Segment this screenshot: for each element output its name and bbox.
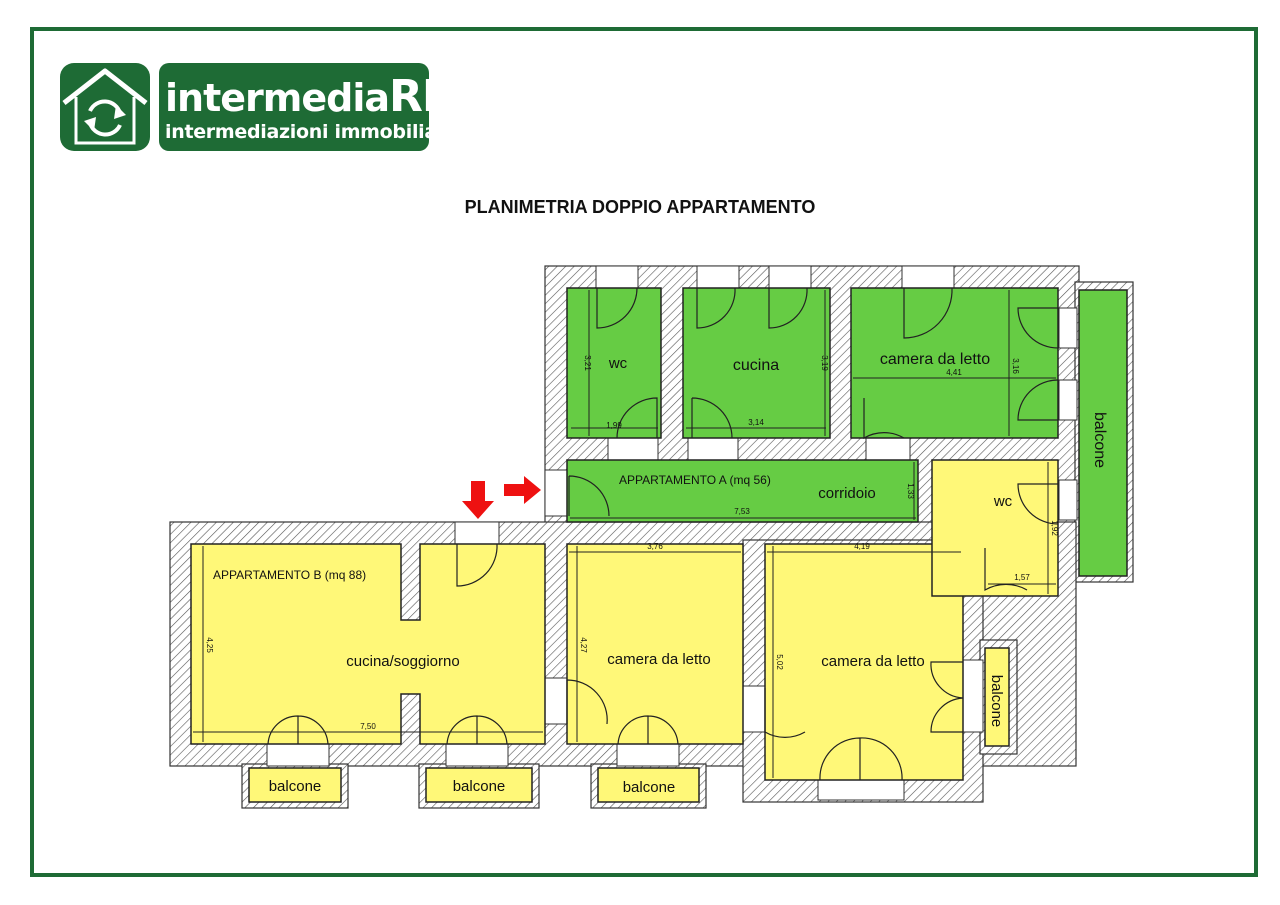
arrow-down-icon — [462, 481, 494, 519]
room-b-wc — [931, 459, 1059, 597]
room-a-cucina — [682, 287, 831, 439]
dim-b-camera1-height: 4,27 — [579, 637, 588, 653]
dim-b-wc-width: 1,57 — [1014, 573, 1030, 582]
label-apartment-b: APPARTAMENTO B (mq 88) — [213, 568, 366, 582]
label-b-wc: wc — [993, 493, 1013, 510]
room-b-balcone-1 — [248, 767, 342, 803]
label-apartment-a: APPARTAMENTO A (mq 56) — [619, 473, 771, 487]
room-b-balcone-3 — [597, 767, 700, 803]
room-a-corridoio — [566, 459, 919, 523]
label-b-balcone-1: balcone — [269, 778, 322, 795]
label-b-balcone-2: balcone — [453, 778, 506, 795]
label-a-wc: wc — [608, 355, 628, 372]
door-swings — [267, 287, 1059, 781]
dim-a-camera-height: 3,16 — [1011, 358, 1020, 374]
house-logo-icon — [60, 63, 150, 151]
room-a-wc — [566, 287, 662, 439]
label-a-cucina: cucina — [733, 357, 779, 374]
arrow-right-icon — [504, 476, 541, 504]
room-a-balcone — [1078, 289, 1128, 577]
dim-b-camera2-width: 4,19 — [854, 542, 870, 551]
room-b-balcone-2 — [425, 767, 533, 803]
dim-b-soggiorno-height: 4,25 — [205, 637, 214, 653]
brand-name: intermediaRE — [165, 71, 452, 122]
dim-b-camera1-width: 3,76 — [647, 542, 663, 551]
dim-b-wc-height: 1,92 — [1050, 520, 1059, 536]
label-b-balcone-3: balcone — [623, 779, 676, 796]
dim-b-camera2-height: 5,02 — [775, 654, 784, 670]
dim-a-corridoio-width: 7,53 — [734, 507, 750, 516]
room-b-camera1 — [566, 543, 744, 745]
dimension-lines — [193, 290, 1056, 778]
label-b-camera1: camera da letto — [607, 651, 710, 668]
brand-tagline: intermediazioni immobiliari — [165, 121, 453, 143]
dim-a-wc-height: 3,21 — [583, 355, 592, 371]
label-a-camera: camera da letto — [880, 351, 990, 368]
dim-a-corridoio-height: 1,33 — [906, 483, 915, 499]
dim-a-camera-width: 4,41 — [946, 368, 962, 377]
label-a-corridoio: corridoio — [818, 485, 876, 502]
label-b-camera2: camera da letto — [821, 653, 924, 670]
room-b-camera2 — [764, 543, 964, 781]
dim-a-cucina-width: 3,14 — [748, 418, 764, 427]
dim-a-wc-width: 1,99 — [606, 421, 622, 430]
label-b-soggiorno: cucina/soggiorno — [346, 653, 459, 670]
page-title: PLANIMETRIA DOPPIO APPARTAMENTO — [464, 197, 816, 217]
label-a-balcone: balcone — [1091, 412, 1108, 468]
room-a-camera — [850, 287, 1059, 439]
room-b-balcone-side — [984, 647, 1010, 747]
label-b-balcone-side: balcone — [988, 675, 1005, 728]
room-b-soggiorno — [190, 543, 546, 745]
entrance-arrows — [462, 476, 541, 519]
dim-b-soggiorno-width: 7,50 — [360, 722, 376, 731]
brand-logo: intermediaRE intermediazioni immobiliari — [159, 63, 452, 151]
dim-a-cucina-height: 3,19 — [820, 355, 829, 371]
page-frame — [30, 27, 1258, 877]
